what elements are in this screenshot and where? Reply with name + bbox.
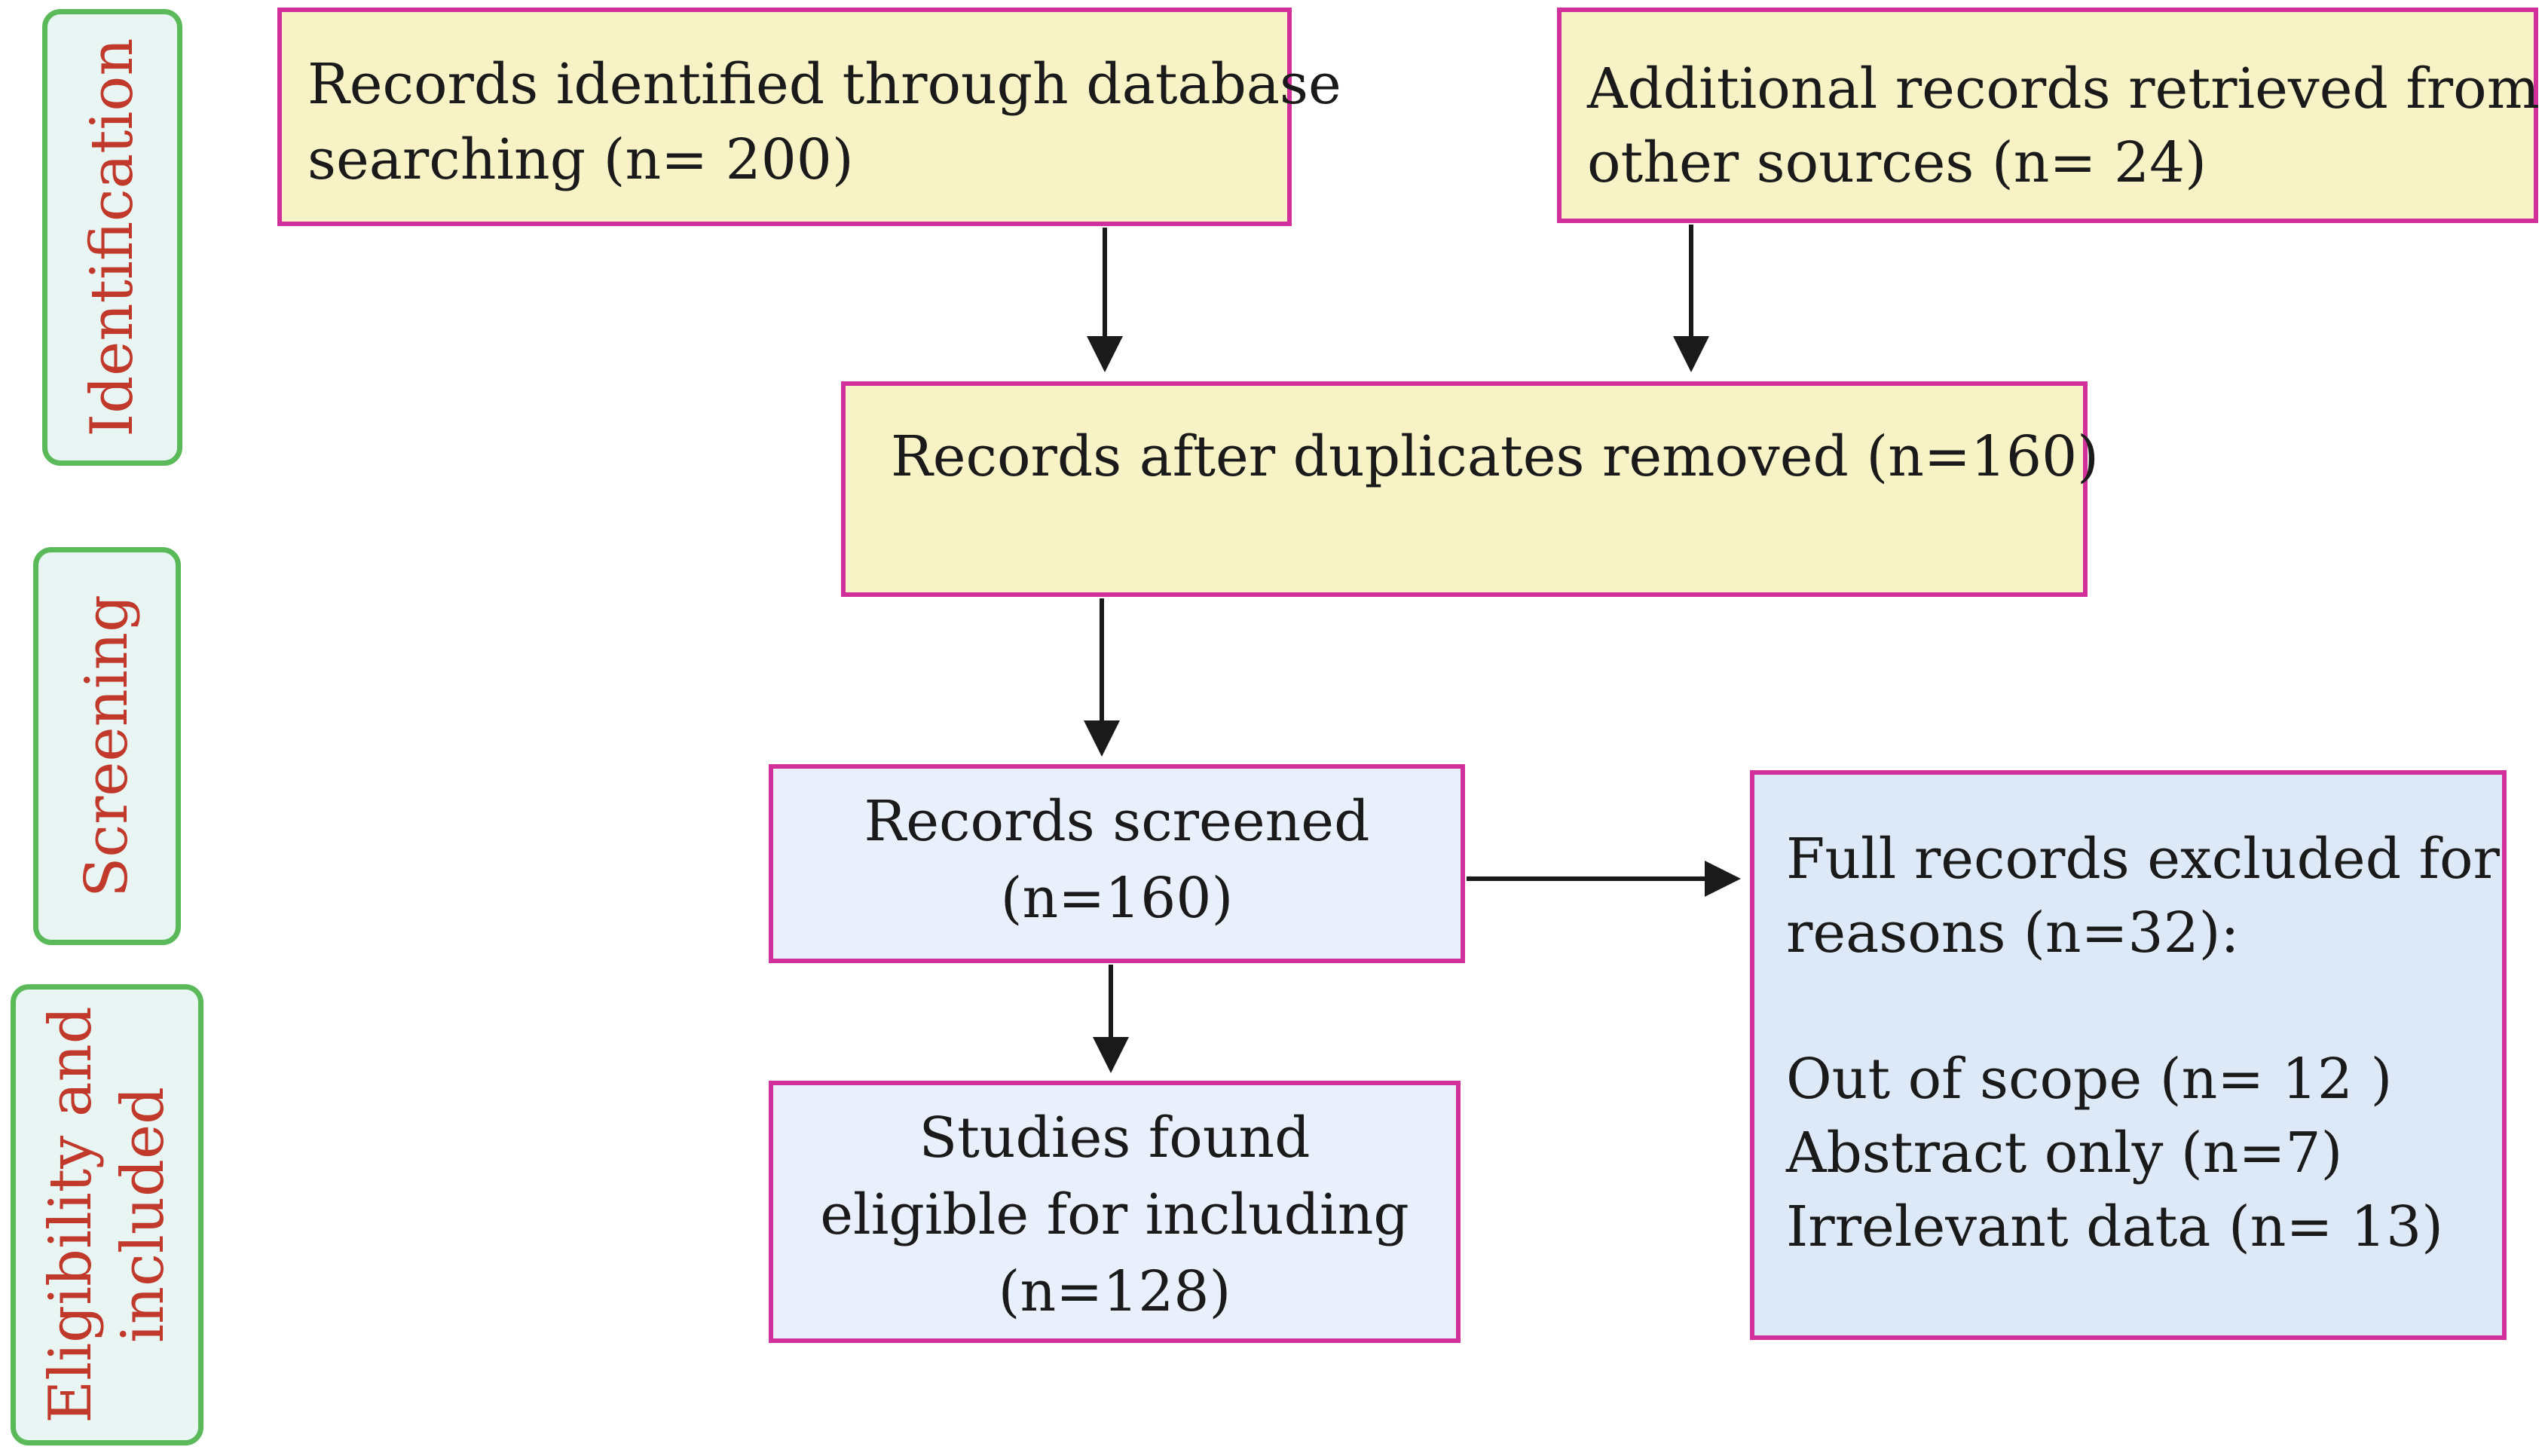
- box-duplicates-removed: Records after duplicates removed (n=160): [841, 381, 2099, 597]
- box-excluded-reason-1: Out of scope (n= 12 ): [1786, 1047, 2393, 1112]
- box-studies-eligible: Studies found eligible for including (n=…: [769, 1081, 1461, 1343]
- box-additional-line1: Additional records retrieved from: [1587, 57, 2540, 121]
- box-screened-line1: Records screened: [864, 789, 1370, 854]
- box-database-records: Records identified through database sear…: [277, 8, 1341, 226]
- box-duplicates-line1: Records after duplicates removed (n=160): [891, 424, 2100, 489]
- stage-label-identification: Identification: [42, 9, 182, 466]
- box-excluded-line2: reasons (n=32):: [1786, 901, 2240, 965]
- box-records-screened: Records screened (n=160): [769, 764, 1465, 963]
- box-excluded-line1: Full records excluded for: [1786, 827, 2500, 892]
- box-excluded-reason-3: Irrelevant data (n= 13): [1786, 1194, 2444, 1259]
- box-database-line2: searching (n= 200): [307, 127, 854, 192]
- box-database-line1: Records identified through database: [307, 52, 1341, 117]
- box-eligible-line3: (n=128): [998, 1259, 1231, 1324]
- stage-label-eligibility: Eligibility and included: [11, 984, 203, 1445]
- stage-label-screening: Screening: [33, 547, 181, 945]
- box-eligible-line2: eligible for including: [820, 1182, 1409, 1247]
- box-screened-line2: (n=160): [1000, 866, 1234, 931]
- box-records-excluded: Full records excluded for reasons (n=32)…: [1750, 770, 2507, 1340]
- box-additional-line2: other sources (n= 24): [1587, 130, 2207, 195]
- box-additional-records: Additional records retrieved from other …: [1557, 8, 2540, 223]
- box-eligible-line1: Studies found: [919, 1106, 1311, 1170]
- box-excluded-reason-2: Abstract only (n=7): [1786, 1121, 2343, 1185]
